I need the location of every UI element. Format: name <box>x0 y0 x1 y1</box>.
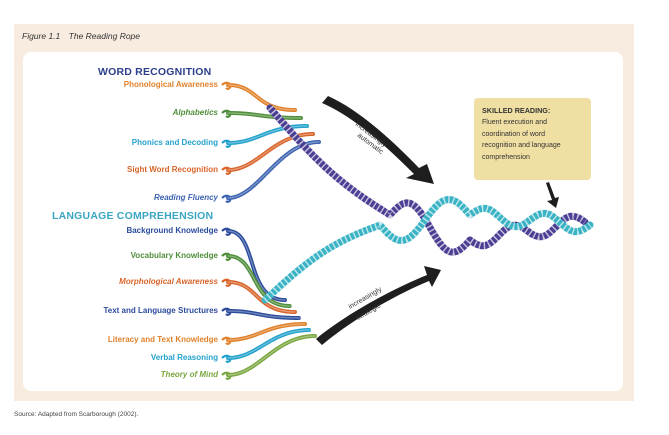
strand-curve-morphological-awareness <box>221 278 297 314</box>
language-comprehension-rope <box>261 195 594 304</box>
figure-title-text: The Reading Rope <box>68 31 141 41</box>
strand-label-text-and-language-structures: Text and Language Structures <box>103 306 218 315</box>
source-note: Source: Adapted from Scarborough (2002). <box>14 411 139 418</box>
strand-curve-sight-word-recognition <box>221 132 315 175</box>
upper-arrow <box>322 96 434 184</box>
strand-label-reading-fluency: Reading Fluency <box>153 193 218 202</box>
strand-label-literacy-and-text-knowledge: Literacy and Text Knowledge <box>107 335 218 344</box>
strand-label-morphological-awareness: Morphological Awareness <box>119 277 218 286</box>
strand-label-alphabetics: Alphabetics <box>172 108 218 117</box>
strand-label-background-knowledge: Background Knowledge <box>126 226 218 235</box>
strand-curve-text-and-language-structures <box>221 307 302 320</box>
strand-label-phonics-and-decoding: Phonics and Decoding <box>131 138 218 147</box>
figure-number: Figure 1.1 <box>22 31 61 41</box>
strand-curve-literacy-and-text-knowledge <box>221 322 307 345</box>
skilled-reading-box: SKILLED READING: Fluent execution and co… <box>474 98 591 180</box>
strand-curve-verbal-reasoning <box>221 328 312 363</box>
skilled-reading-line: comprehension <box>482 153 530 161</box>
strand-label-phonological-awareness: Phonological Awareness <box>123 80 218 89</box>
strand-curve-theory-of-mind <box>221 334 317 380</box>
braided-rope <box>261 104 594 304</box>
word-recognition-heading: WORD RECOGNITION <box>98 66 212 78</box>
skilled-reading-title: SKILLED READING: <box>482 106 551 115</box>
skilled-reading-line: Fluent execution and <box>482 119 547 126</box>
strands-layer <box>221 81 321 380</box>
skilled-reading-line: recognition and language <box>482 142 561 149</box>
strand-label-verbal-reasoning: Verbal Reasoning <box>150 353 218 362</box>
skilled-reading-line: coordination of word <box>482 130 546 138</box>
strand-label-theory-of-mind: Theory of Mind <box>160 370 218 379</box>
figure-title: Figure 1.1 The Reading Rope <box>22 31 140 41</box>
language-comprehension-heading: LANGUAGE COMPREHENSION <box>52 210 214 222</box>
strand-label-vocabulary-knowledge: Vocabulary Knowledge <box>130 251 218 260</box>
strand-curve-alphabetics <box>221 109 303 120</box>
lower-arrow <box>316 266 441 345</box>
word-recognition-rope <box>266 104 589 256</box>
box-arrow <box>546 182 559 208</box>
strand-curve-phonics-and-decoding <box>221 124 309 148</box>
strand-curve-background-knowledge <box>221 227 287 302</box>
strand-curve-phonological-awareness <box>221 81 297 112</box>
strand-label-sight-word-recognition: Sight Word Recognition <box>127 165 218 174</box>
skilled-reading-description: Fluent execution and coordination of wor… <box>482 117 583 163</box>
strand-curve-vocabulary-knowledge <box>221 252 292 308</box>
